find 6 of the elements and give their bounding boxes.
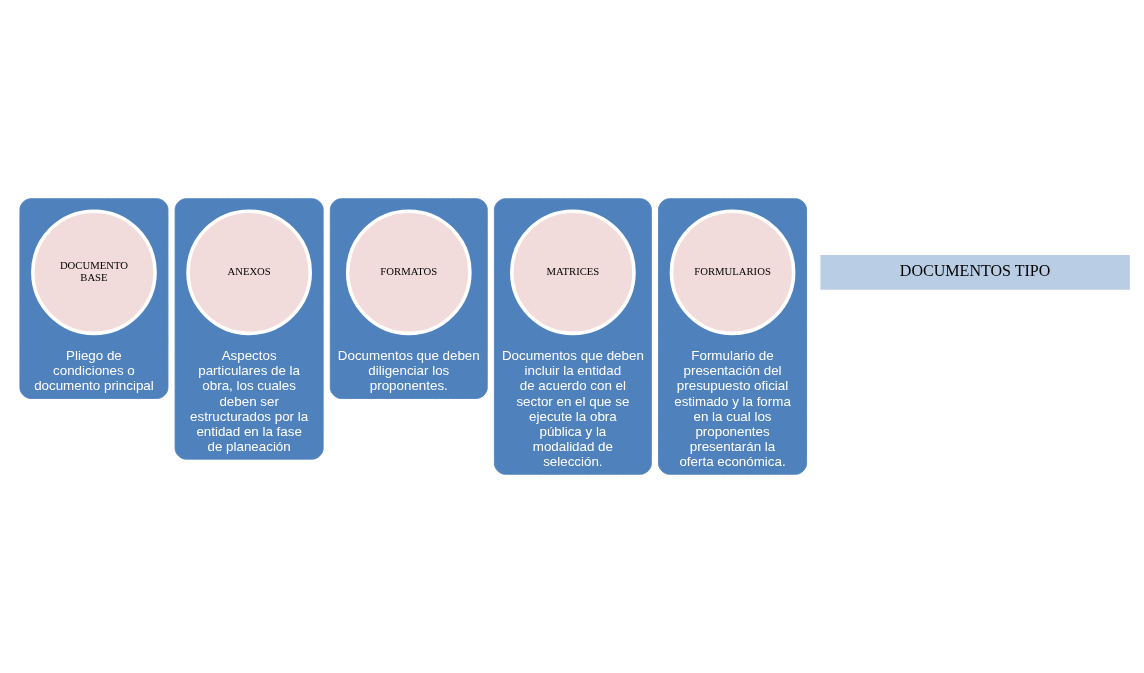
- node-circle: DOCUMENTO BASE: [31, 209, 157, 336]
- node-circle: ANEXOS: [186, 209, 312, 336]
- node-box: DOCUMENTOS TIPO: [817, 252, 1133, 293]
- node-circle: MATRICES: [510, 209, 636, 336]
- node-circle: FORMULARIOS: [669, 209, 796, 336]
- node-circle: FORMATOS: [345, 209, 472, 336]
